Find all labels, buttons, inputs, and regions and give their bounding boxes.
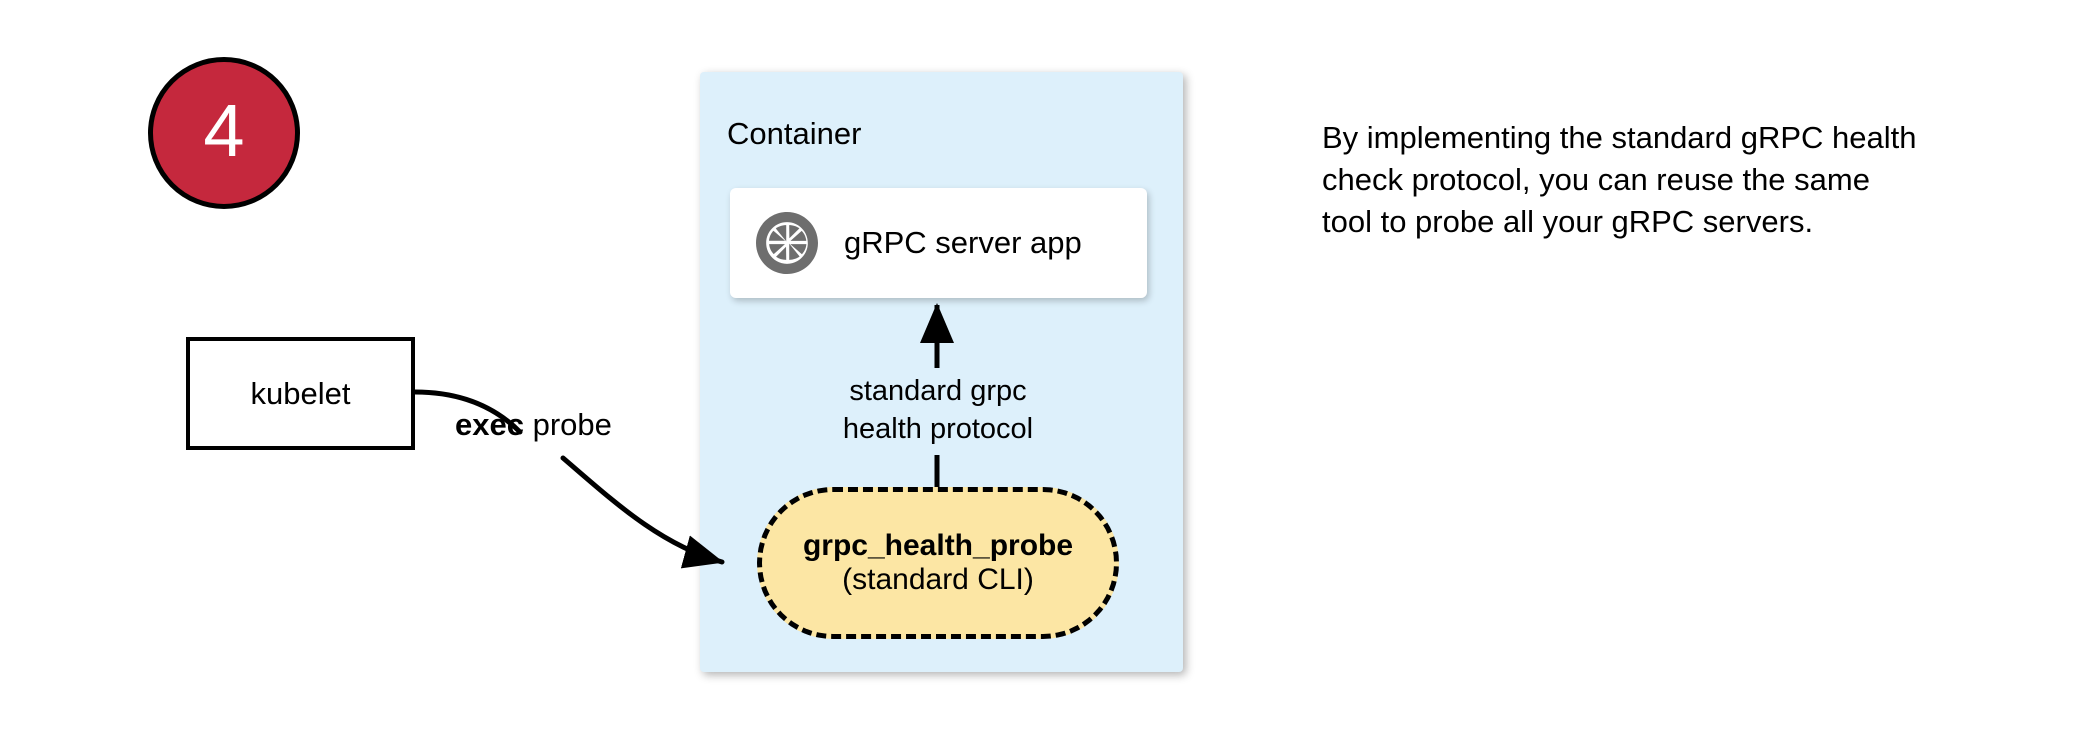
explanation-caption: By implementing the standard gRPC health… (1322, 120, 1917, 240)
protocol-edge-label-line1: standard grpc (849, 375, 1027, 407)
kubelet-node: kubelet (186, 337, 415, 450)
grpc-health-probe-subtitle: (standard CLI) (842, 563, 1034, 596)
protocol-edge-label-line2: health protocol (842, 413, 1034, 446)
grpc-health-probe-title: grpc_health_probe (802, 528, 1074, 562)
container-title: Container (727, 116, 862, 151)
step-number-badge: 4 (148, 57, 300, 209)
protocol-edge-label: standard grpc health protocol (833, 372, 1043, 449)
exec-probe-arrow-segment-2 (560, 455, 725, 569)
exec-probe-edge-label: exec probe (455, 407, 612, 443)
step-number-label: 4 (203, 89, 245, 172)
grpc-health-probe-node: grpc_health_probe (standard CLI) (757, 487, 1119, 639)
exec-probe-bold-text: exec (455, 407, 524, 442)
grpc-server-app-label: gRPC server app (844, 225, 1082, 260)
grpc-server-app-node: gRPC server app (730, 188, 1147, 298)
exec-probe-rest-text: probe (523, 407, 612, 442)
grpc-aperture-icon (756, 212, 818, 274)
kubelet-label: kubelet (250, 375, 351, 411)
